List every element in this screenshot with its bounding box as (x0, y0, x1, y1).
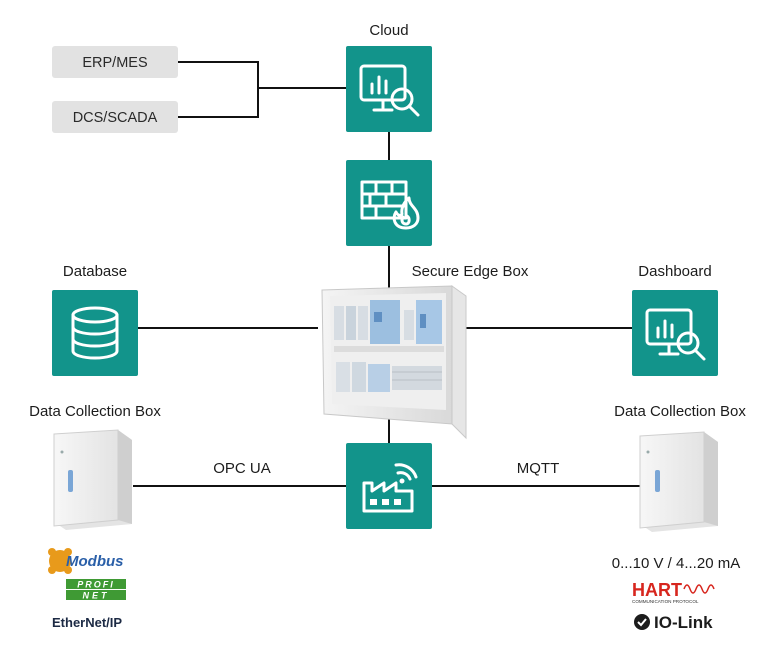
factory-wireless-icon (362, 463, 418, 513)
dashboard-label: Dashboard (638, 263, 711, 280)
hart-logo-subtext: COMMUNICATION PROTOCOL (632, 599, 699, 604)
data-collection-box-right (639, 431, 718, 532)
connector-dcs (178, 88, 259, 118)
ethernet-ip-logo: EtherNet/IP (52, 615, 122, 630)
iolink-logo: IO-Link (634, 613, 713, 632)
profinet-logo-text-bottom: NET (83, 591, 110, 601)
cloud-tile (346, 46, 432, 132)
connectors (133, 61, 640, 487)
modbus-logo-text: Modbus (66, 553, 124, 570)
profinet-logo-text-top: PROFI (77, 580, 115, 590)
dcb-right-label: Data Collection Box (614, 403, 746, 420)
firewall-icon (360, 180, 420, 230)
monitor-analytics-icon (645, 308, 706, 361)
cloud-label: Cloud (369, 22, 408, 39)
database-label: Database (63, 263, 127, 280)
dashboard-tile (632, 290, 718, 376)
data-collection-box-left (53, 429, 132, 530)
mqtt-label: MQTT (517, 460, 560, 477)
ethernet-ip-logo-text: EtherNet/IP (52, 615, 122, 630)
system-dcs-scada-label: DCS/SCADA (73, 110, 158, 126)
hart-logo: HART COMMUNICATION PROTOCOL (632, 580, 715, 604)
connector-erp (178, 61, 346, 89)
analog-signal-label: 0...10 V / 4...20 mA (612, 555, 740, 572)
secure-edge-box-cabinet (321, 285, 467, 440)
system-erp-mes-label: ERP/MES (82, 55, 147, 71)
secure-edge-box-label: Secure Edge Box (412, 263, 529, 280)
monitor-analytics-icon (359, 64, 420, 117)
iolink-logo-text: IO-Link (654, 613, 713, 632)
firewall-tile (346, 160, 432, 246)
profinet-logo: PROFI NET (66, 579, 126, 601)
modbus-logo: Modbus (48, 548, 124, 574)
database-icon (71, 306, 119, 360)
database-tile (52, 290, 138, 376)
hart-logo-text: HART (632, 580, 682, 600)
factory-gateway-tile (346, 443, 432, 529)
system-erp-mes: ERP/MES (52, 46, 178, 78)
system-dcs-scada: DCS/SCADA (52, 101, 178, 133)
opc-ua-label: OPC UA (213, 460, 271, 477)
dcb-left-label: Data Collection Box (29, 403, 161, 420)
